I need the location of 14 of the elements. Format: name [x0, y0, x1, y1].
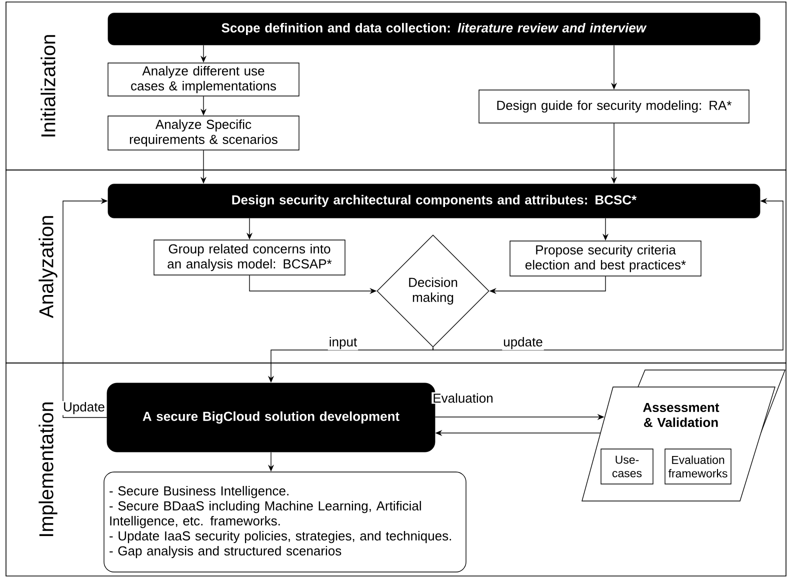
rounded-text-box: - Secure Business Intelligence. - Secure BDaaS including Machine Learning, Artificial Intelligence, etc. frameworks. - Update IaaS security policies, strategies, and techniques. - Gap analysis and structured scenarios [104, 472, 466, 572]
edge-label: Evaluation [432, 392, 494, 404]
process-box: Evaluation frameworks [664, 448, 732, 484]
edge-label: update [502, 336, 544, 350]
process-box: Propose security criteria election and best practices* [510, 240, 702, 276]
process-box: Analyze different use cases & implementations [108, 62, 300, 96]
process-box: Design security architectural components and attributes: BCSC* [108, 184, 760, 218]
process-box: Scope definition and data collection: literature review and interview [108, 12, 760, 46]
edge-label: input [328, 336, 358, 350]
process-box: Design guide for security modeling: RA* [478, 90, 750, 124]
process-box: Use-cases [600, 448, 654, 484]
process-box: Analyze Specific requirements & scenarios [108, 116, 300, 150]
edge-label: Update [62, 400, 106, 416]
process-box: Group related concerns into an analysis model: BCSAP* [154, 240, 346, 276]
